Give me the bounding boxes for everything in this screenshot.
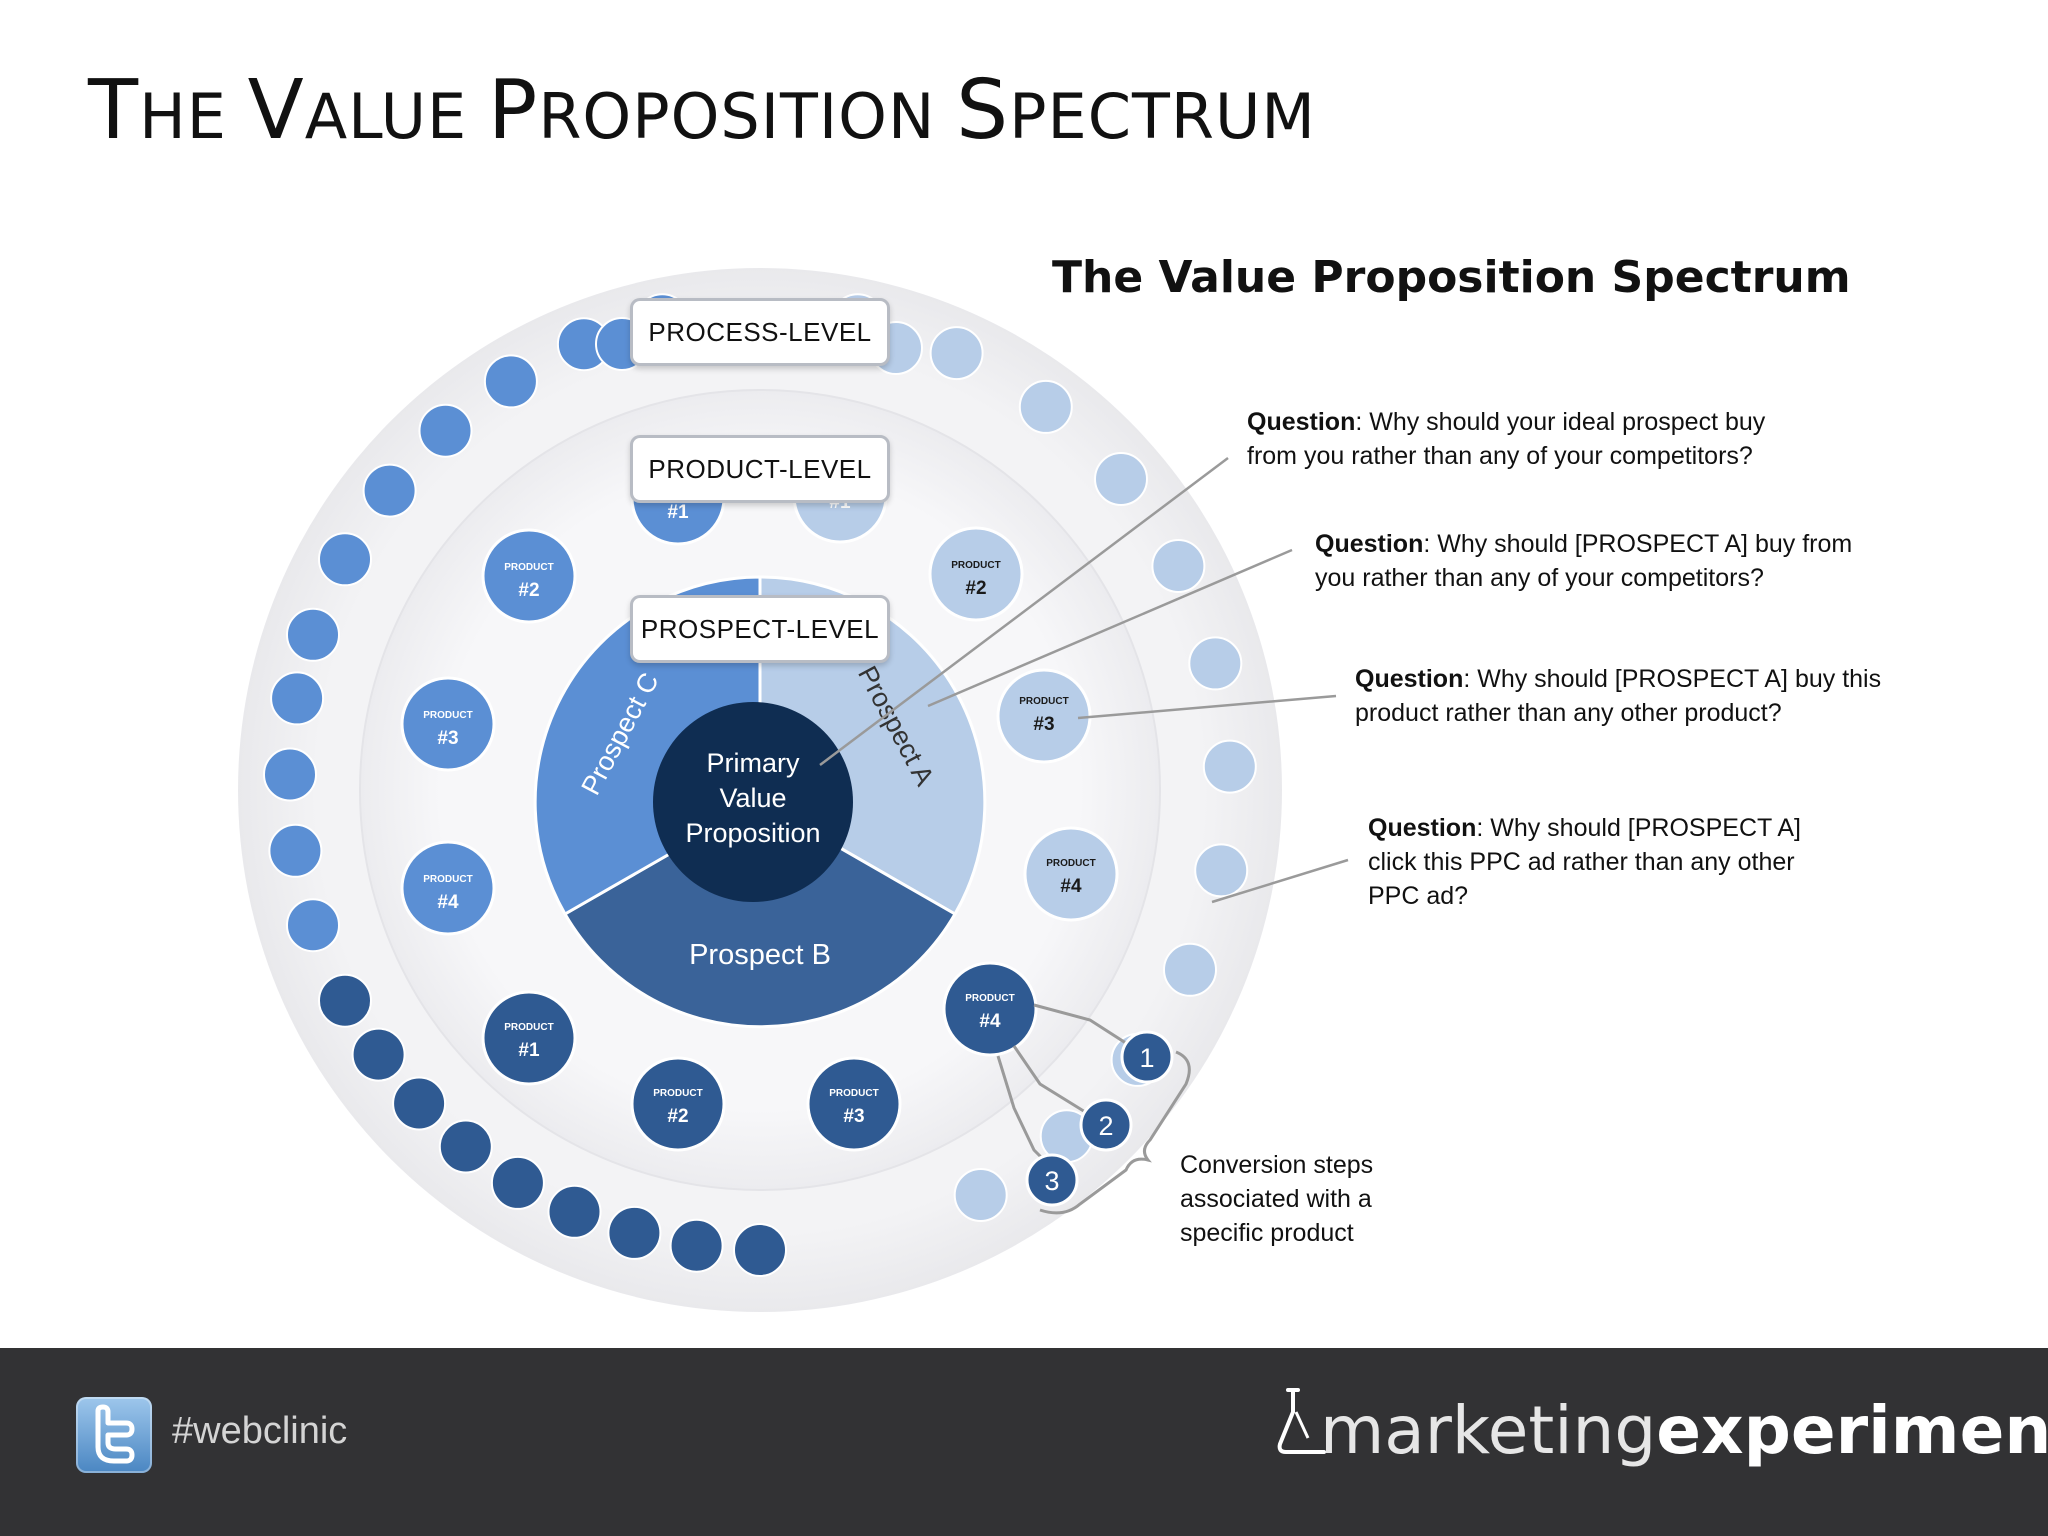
product-a4-word: PRODUCT — [1046, 858, 1095, 869]
product-a4-number: #4 — [1060, 876, 1082, 897]
product-c2-word: PRODUCT — [504, 562, 553, 573]
product-b1-number: #1 — [518, 1040, 540, 1061]
product-b3-word: PRODUCT — [829, 1088, 878, 1099]
product-c4-number: #4 — [437, 892, 459, 913]
process-dot[interactable] — [490, 1155, 545, 1210]
conversion-step-1[interactable]: 1 — [1120, 1030, 1174, 1084]
product-b4[interactable]: PRODUCT #4 — [942, 961, 1038, 1057]
product-level-label[interactable]: PRODUCT-LEVEL — [630, 435, 890, 503]
process-dot[interactable] — [362, 463, 417, 518]
product-b2-word: PRODUCT — [653, 1088, 702, 1099]
question-leader-lines — [819, 457, 1349, 904]
process-dot[interactable] — [418, 403, 473, 458]
question-prospect-level: Question: Why should [PROSPECT A] buy fr… — [1315, 527, 1875, 595]
webclinic-hashtag[interactable]: #webclinic — [172, 1410, 348, 1452]
core-line-1: Primary — [707, 748, 800, 778]
process-dot[interactable] — [318, 973, 372, 1028]
product-b3[interactable]: PRODUCT #3 — [806, 1056, 902, 1152]
process-dot[interactable] — [1194, 843, 1249, 898]
process-dot[interactable] — [1151, 539, 1206, 593]
product-b1-word: PRODUCT — [504, 1022, 553, 1033]
product-c2[interactable]: PRODUCT #2 — [481, 528, 577, 624]
process-dot[interactable] — [953, 1168, 1008, 1222]
process-dot[interactable] — [483, 354, 538, 409]
product-b4-number: #4 — [979, 1011, 1001, 1032]
question-product-level: Question: Why should [PROSPECT A] buy th… — [1355, 662, 1915, 730]
process-dot[interactable] — [392, 1076, 447, 1131]
prospect-b-label: Prospect B — [689, 939, 831, 971]
product-a2[interactable]: PRODUCT #2 — [928, 526, 1024, 622]
diagram-heading: The Value Proposition Spectrum — [1052, 252, 1851, 303]
product-c3-word: PRODUCT — [423, 710, 472, 721]
process-dot[interactable] — [263, 747, 317, 802]
core-line-2: Value — [719, 783, 786, 813]
question-text: : Why should [PROSPECT A] buy from you r… — [1315, 530, 1853, 592]
conversion-step-2-label: 2 — [1098, 1111, 1113, 1141]
product-a2-word: PRODUCT — [951, 560, 1000, 571]
process-dot[interactable] — [438, 1119, 493, 1174]
product-c4[interactable]: PRODUCT #4 — [400, 840, 496, 936]
marketing-experiments-logo: marketingexperiments — [1320, 1392, 2048, 1469]
product-b2[interactable]: PRODUCT #2 — [630, 1056, 726, 1152]
question-text: : Why should [PROSPECT A] buy this produ… — [1355, 665, 1882, 727]
product-b1[interactable]: PRODUCT #1 — [481, 990, 577, 1086]
prospect-level-label[interactable]: PROSPECT-LEVEL — [630, 595, 890, 663]
product-c1-top-number: #1 — [667, 502, 689, 523]
twitter-icon[interactable] — [76, 1397, 152, 1473]
product-a3-number: #3 — [1033, 714, 1054, 735]
process-dot[interactable] — [1018, 379, 1073, 434]
product-b3-number: #3 — [843, 1106, 864, 1127]
flask-icon — [1277, 1388, 1326, 1454]
question-process-level: Question: Why should your ideal prospect… — [1247, 405, 1807, 473]
process-dot[interactable] — [733, 1223, 787, 1277]
product-b4-word: PRODUCT — [965, 993, 1014, 1004]
question-ppc-ad: Question: Why should [PROSPECT A] click … — [1368, 811, 1848, 913]
process-dot[interactable] — [286, 898, 340, 953]
process-dot[interactable] — [1202, 739, 1257, 794]
question-text: : Why should your ideal prospect buy fro… — [1247, 408, 1766, 470]
conversion-brace — [1039, 1050, 1191, 1215]
question-text: : Why should [PROSPECT A] click this PPC… — [1368, 814, 1802, 910]
conversion-steps-note: Conversion steps associated with a speci… — [1180, 1151, 1374, 1247]
process-dot[interactable] — [351, 1027, 406, 1082]
process-dot[interactable] — [270, 671, 325, 726]
slide-title: THE VALUE PROPOSITION SPECTRUM — [88, 63, 1316, 158]
process-dot[interactable] — [268, 823, 323, 878]
question-label: Question — [1355, 665, 1464, 693]
question-label: Question — [1368, 814, 1477, 842]
conversion-step-3[interactable]: 3 — [1025, 1153, 1079, 1207]
product-a4[interactable]: PRODUCT #4 — [1023, 826, 1119, 922]
product-c3[interactable]: PRODUCT #3 — [400, 676, 496, 772]
process-dot[interactable] — [1163, 942, 1217, 997]
primary-value-proposition-core[interactable] — [653, 702, 853, 902]
conversion-step-1-label: 1 — [1139, 1043, 1154, 1073]
value-proposition-diagram: Primary Value Proposition Prospect A Pro… — [238, 268, 1349, 1312]
process-dot[interactable] — [929, 326, 984, 381]
process-dot[interactable] — [318, 532, 372, 587]
process-dot[interactable] — [607, 1205, 662, 1260]
product-a3-word: PRODUCT — [1019, 696, 1068, 707]
product-b2-number: #2 — [667, 1106, 688, 1127]
question-label: Question — [1247, 408, 1356, 436]
product-c4-word: PRODUCT — [423, 874, 472, 885]
process-dot[interactable] — [669, 1218, 724, 1273]
process-level-label[interactable]: PROCESS-LEVEL — [630, 298, 890, 366]
product-c2-number: #2 — [518, 580, 539, 601]
product-a2-number: #2 — [965, 578, 986, 599]
process-dot[interactable] — [286, 607, 340, 662]
question-label: Question — [1315, 530, 1424, 558]
conversion-step-3-label: 3 — [1044, 1166, 1059, 1196]
process-dot[interactable] — [547, 1184, 602, 1239]
product-c3-number: #3 — [437, 728, 458, 749]
conversion-step-2[interactable]: 2 — [1079, 1098, 1133, 1152]
footer-bar — [0, 1348, 2048, 1536]
product-a3[interactable]: PRODUCT #3 — [996, 668, 1092, 764]
core-line-3: Proposition — [685, 818, 820, 848]
process-dot[interactable] — [1094, 452, 1148, 506]
process-dot[interactable] — [1188, 636, 1243, 691]
